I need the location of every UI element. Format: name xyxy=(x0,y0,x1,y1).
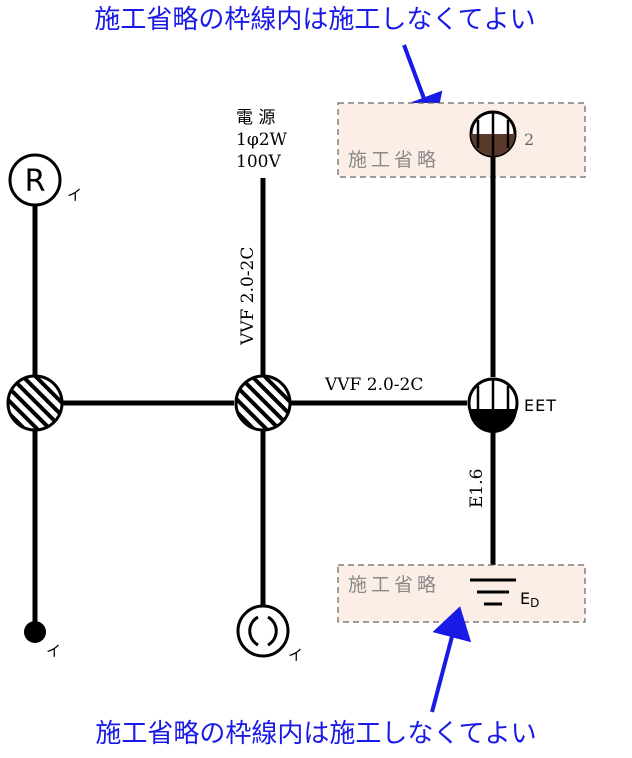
cable-vertical-label: VVF 2.0-2C xyxy=(238,247,258,346)
ground-type-label: ED xyxy=(520,589,539,610)
ground-icon xyxy=(470,578,516,606)
svg-text:R: R xyxy=(25,164,46,199)
eet-label: EET xyxy=(524,396,557,415)
top-omit-label: 施工省略 xyxy=(348,149,440,171)
switch-label-light: イ xyxy=(288,646,303,664)
power-source-line1: 電 源 xyxy=(236,108,275,128)
junction-box-left-icon xyxy=(6,374,64,432)
ground-cable-label: E1.6 xyxy=(467,469,487,508)
cable-horizontal-label: VVF 2.0-2C xyxy=(324,375,423,395)
wires xyxy=(32,156,496,628)
bottom-note: 施工省略の枠線内は施工しなくてよい xyxy=(95,719,536,749)
bottom-omit-label: 施工省略 xyxy=(348,574,440,596)
top-note: 施工省略の枠線内は施工しなくてよい xyxy=(94,5,535,35)
switch-label-r: イ xyxy=(67,186,82,204)
switch-label-dot: イ xyxy=(46,642,61,660)
ceiling-light-icon xyxy=(236,604,290,658)
junction-box-center-icon xyxy=(234,374,292,432)
bottom-note-arrow xyxy=(430,606,472,713)
power-source-line3: 100V xyxy=(236,152,281,172)
outlet-count: 2 xyxy=(524,130,534,149)
switch-dot-icon xyxy=(24,621,46,643)
outlet-2-icon xyxy=(469,110,517,158)
eet-outlet-icon xyxy=(467,377,519,433)
top-omit-box xyxy=(337,102,586,178)
power-source-line2: 1φ2W xyxy=(236,130,288,150)
receptacle-r-icon: R xyxy=(8,153,62,207)
